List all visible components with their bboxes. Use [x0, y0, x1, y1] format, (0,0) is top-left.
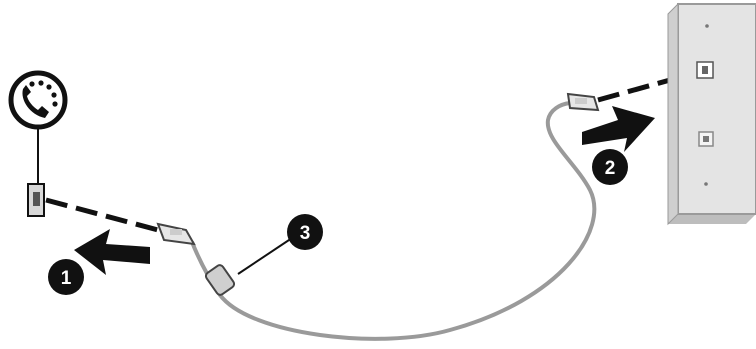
rj11-plug-right: [566, 92, 600, 112]
callout-1: 1: [48, 259, 84, 295]
callout-3-label: 3: [300, 223, 311, 244]
callout-3-leader-line: [237, 237, 293, 275]
computer-rj11-jack: [27, 183, 45, 217]
plate-screw-bottom: [704, 182, 708, 186]
connection-dashed-line-left: [45, 197, 159, 233]
telephone-cable: [190, 101, 597, 341]
wall-phone-plate: [667, 2, 756, 226]
callout-2: 2: [592, 149, 628, 185]
arrow-right-icon: [582, 106, 655, 152]
arrow-right-icon: [74, 229, 150, 275]
telephone-handset-icon: [8, 70, 68, 130]
callout-1-label: 1: [61, 268, 72, 289]
plate-screw-top: [705, 24, 709, 28]
rj11-plug-left: [156, 222, 196, 246]
wall-jack-top: [696, 61, 714, 79]
wall-jack-bottom: [698, 131, 714, 147]
ferrite-bead: [204, 264, 236, 296]
callout-3: 3: [287, 214, 323, 250]
callout-2-label: 2: [605, 158, 616, 179]
